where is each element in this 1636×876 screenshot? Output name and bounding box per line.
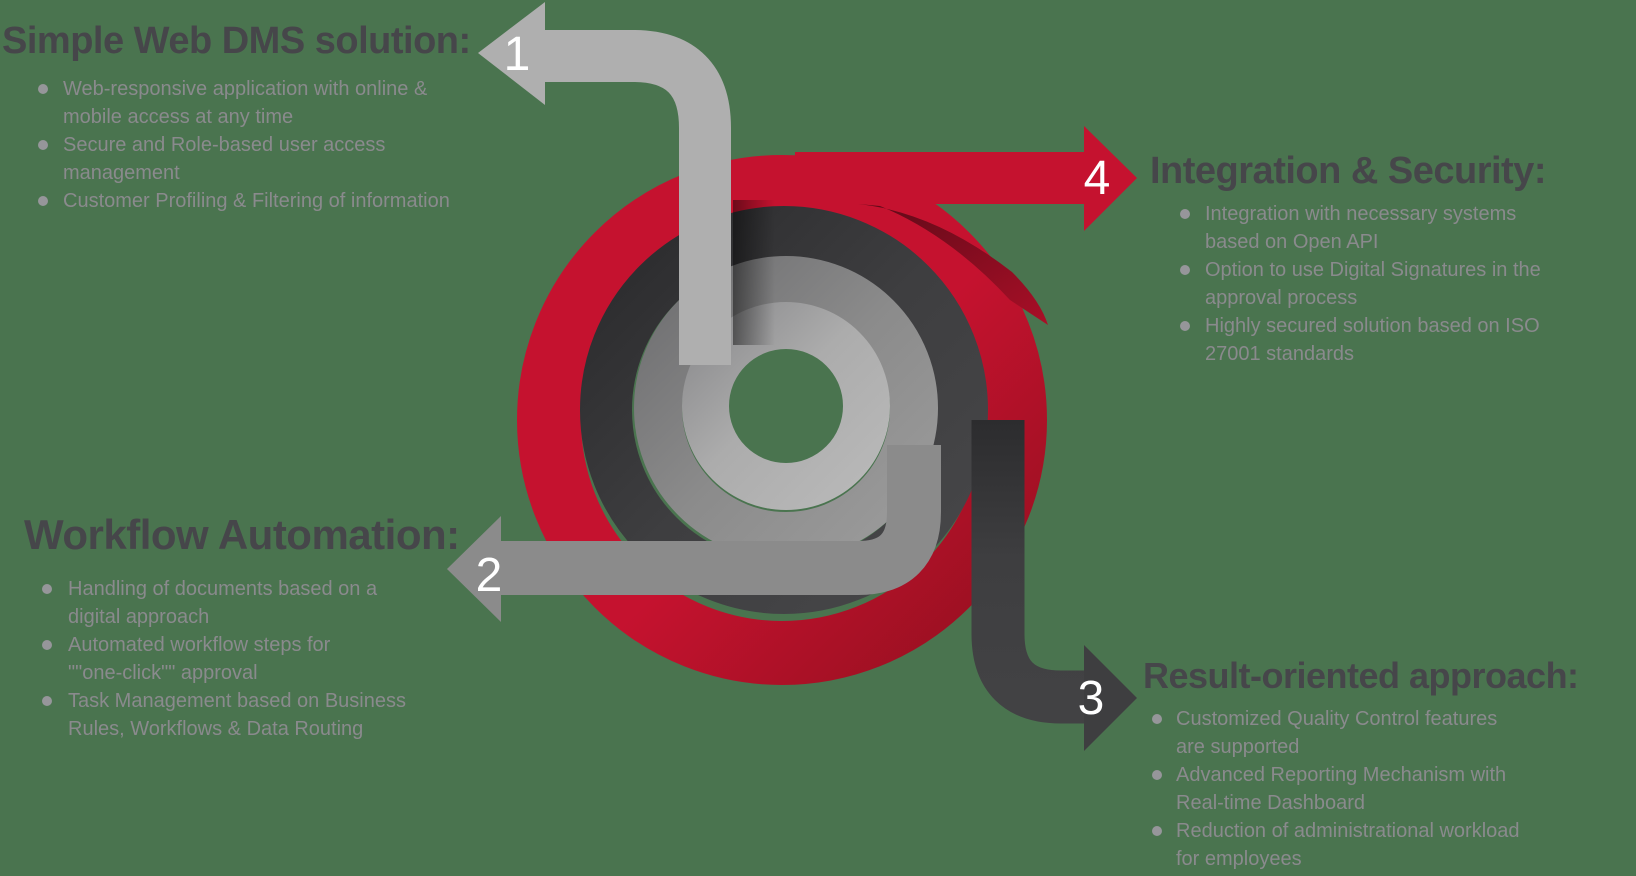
arrow-number-1: 1 <box>504 28 531 81</box>
section-1-title: Simple Web DMS solution: <box>2 20 471 62</box>
list-item: Reduction of administrational workload f… <box>1152 817 1612 873</box>
list-item: Highly secured solution based on ISO 270… <box>1180 312 1620 368</box>
arrow-number-2: 2 <box>476 549 503 602</box>
list-item: Task Management based on Business Rules,… <box>42 687 482 743</box>
section-1-bullet-list: Web-responsive application with online &… <box>38 75 508 215</box>
list-item: Customized Quality Control features are … <box>1152 705 1612 761</box>
section-4-title: Integration & Security: <box>1150 150 1547 192</box>
section-3-bullet-list: Customized Quality Control features are … <box>1152 705 1612 873</box>
list-item: Advanced Reporting Mechanism with Real-t… <box>1152 761 1612 817</box>
section-2-title: Workflow Automation: <box>24 511 460 558</box>
arrow-band-2 <box>500 445 941 595</box>
ring-light-gray <box>682 302 890 510</box>
section-3-title: Result-oriented approach: <box>1143 655 1579 696</box>
list-item: Secure and Role-based user access manage… <box>38 131 508 187</box>
band-shadow <box>733 200 775 345</box>
arrowhead-1 <box>478 2 545 105</box>
arrow-number-3: 3 <box>1078 672 1105 725</box>
section-2-bullet-list: Handling of documents based on a digital… <box>42 575 482 743</box>
section-4-bullet-list: Integration with necessary systems based… <box>1180 200 1620 368</box>
arrowhead-4 <box>1084 126 1137 231</box>
list-item: Option to use Digital Signatures in the … <box>1180 256 1620 312</box>
list-item: Integration with necessary systems based… <box>1180 200 1620 256</box>
arrow-band-3 <box>971 420 1085 724</box>
ring-medium-gray <box>634 256 938 560</box>
list-item: Automated workflow steps for ""one-click… <box>42 631 482 687</box>
list-item: Customer Profiling & Filtering of inform… <box>38 187 508 215</box>
arrow-number-4: 4 <box>1084 152 1111 205</box>
arrow-band-1 <box>542 30 731 365</box>
arrowhead-3 <box>1084 645 1137 751</box>
list-item: Web-responsive application with online &… <box>38 75 508 131</box>
arrowhead-2 <box>447 516 501 622</box>
list-item: Handling of documents based on a digital… <box>42 575 482 631</box>
